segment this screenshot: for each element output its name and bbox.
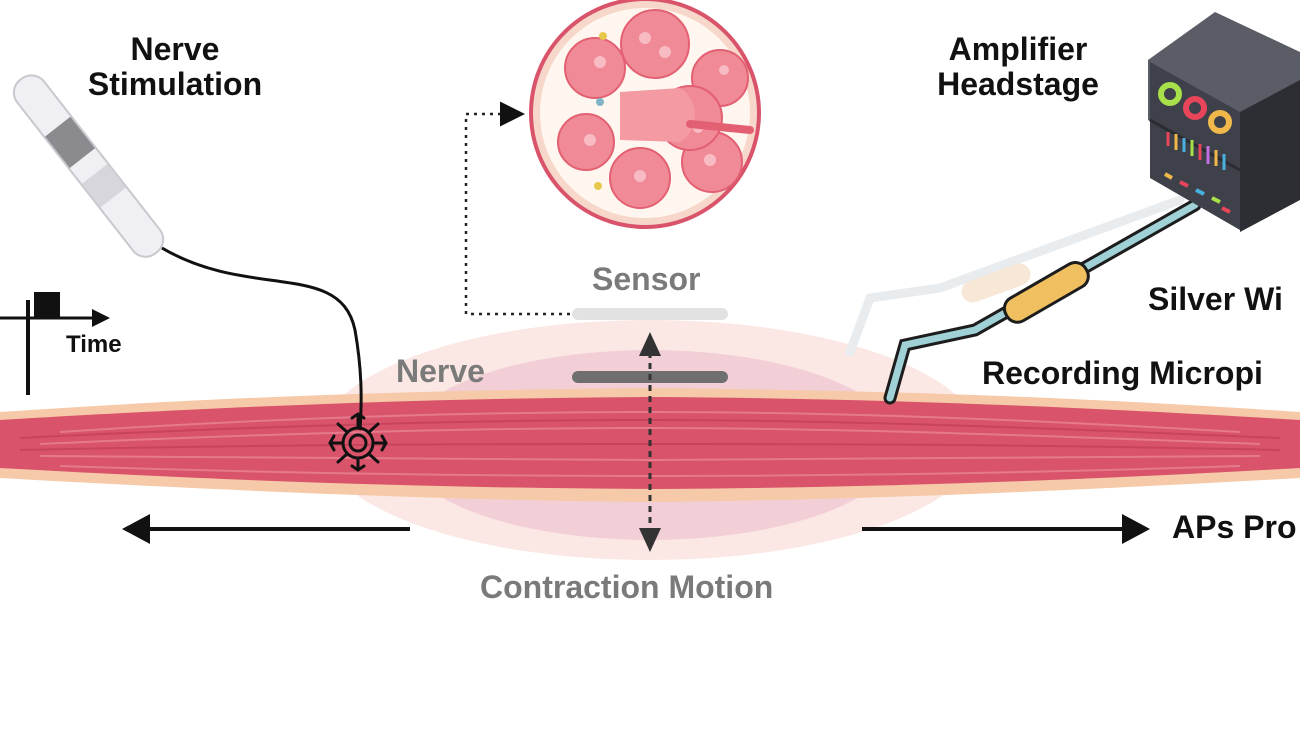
micropipette-icon	[845, 195, 1202, 405]
sensor-label: Sensor	[592, 261, 701, 297]
muscle-cross-section-icon	[529, 0, 761, 229]
neuron-icon	[328, 412, 388, 472]
silver-wire-label: Silver Wi	[1148, 281, 1283, 317]
contraction-motion-label: Contraction Motion	[480, 569, 774, 605]
dotted-connector	[464, 101, 650, 316]
stimulator-probe-icon	[12, 74, 363, 431]
amplifier-icon	[1148, 12, 1300, 232]
stimulus-pulse-icon	[0, 292, 110, 395]
recording-micropipette-label: Recording Micropi	[982, 355, 1263, 391]
nerve-label: Nerve	[396, 353, 485, 389]
time-label: Time	[66, 331, 122, 358]
amplifier-headstage-label: Amplifier Headstage	[937, 31, 1099, 103]
aps-propagation-label: APs Pro	[1172, 509, 1297, 545]
nerve-stimulation-label: Nerve Stimulation	[87, 31, 263, 103]
